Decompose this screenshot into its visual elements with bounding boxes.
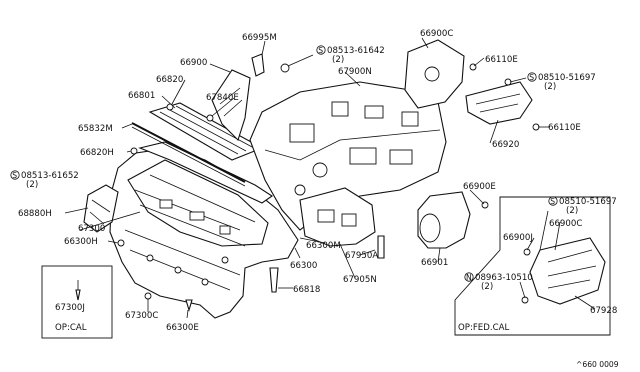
label-66820: 66820: [156, 75, 183, 85]
label-66920: 66920: [492, 140, 519, 150]
label-67928: 67928: [590, 306, 617, 316]
weatherstrip-65832m: [131, 122, 246, 183]
label-66818: 66818: [293, 285, 320, 295]
label-68880h: 68880H: [18, 209, 52, 219]
label-66900j: 66900J: [503, 233, 533, 243]
label-66300e: 66300E: [166, 323, 199, 333]
label-66110e-top: 66110E: [485, 55, 518, 65]
label-66300: 66300: [290, 261, 317, 271]
bracket-66920: [465, 81, 533, 125]
label-66110e-right: 66110E: [548, 123, 581, 133]
label-66820h: 66820H: [80, 148, 114, 158]
label-08510-51697-box: 08510-51697: [559, 197, 617, 207]
label-08513-61642-qty: (2): [332, 55, 344, 65]
nut-symbol: N: [466, 273, 472, 282]
lower-insulator-67905n: [299, 187, 376, 247]
label-67905n: 67905N: [343, 275, 377, 285]
screw-symbol: S: [318, 46, 323, 55]
label-67900n: 67900N: [338, 67, 372, 77]
dash-panel-assembly: [109, 141, 299, 319]
label-66300h: 66300H: [64, 237, 98, 247]
label-08513-61652-qty: (2): [26, 180, 38, 190]
duct-66901: [417, 191, 471, 249]
screw-symbol: S: [550, 197, 555, 206]
duct-66900c-top: [404, 39, 465, 109]
bracket-66900: [211, 69, 251, 142]
label-opical-left: OP:CAL: [55, 323, 87, 333]
label-66901: 66901: [421, 258, 448, 268]
label-66801: 66801: [128, 91, 155, 101]
label-66995m: 66995M: [242, 33, 277, 43]
dash-insulator-67900n: [249, 81, 447, 231]
screw-symbol: S: [529, 73, 534, 82]
clip-67950a: [377, 235, 385, 259]
label-66900: 66900: [180, 58, 207, 68]
clip-66995m: [251, 53, 265, 77]
label-08510-51697-top-qty: (2): [544, 82, 556, 92]
label-08513-61642: 08513-61642: [327, 46, 385, 56]
label-67300j: 67300J: [55, 303, 85, 313]
opical-box-left: [41, 265, 113, 339]
label-67300c: 67300C: [125, 311, 158, 321]
screw-symbol: S: [12, 171, 17, 180]
label-66300m: 66300M: [306, 241, 341, 251]
label-08513-61652: 08513-61652: [21, 171, 79, 181]
opfedcal-box: [454, 196, 611, 336]
label-66900c-top: 66900C: [420, 29, 453, 39]
label-65832m: 65832M: [78, 124, 113, 134]
label-66900c-box: 66900C: [549, 219, 582, 229]
leader-lines: [64, 37, 596, 319]
label-08510-51697-top: 08510-51697: [538, 73, 596, 83]
label-67840e: 67840E: [206, 93, 239, 103]
label-67950a: 67950A: [345, 251, 378, 261]
label-opfedcal: OP:FED.CAL: [458, 323, 509, 333]
label-67300: 67300: [78, 224, 105, 234]
label-08963-10510: 08963-10510: [475, 273, 533, 283]
insulator-68880h: [83, 184, 119, 233]
label-08510-51697-box-qty: (2): [566, 206, 578, 216]
label-66900e: 66900E: [463, 182, 496, 192]
label-08963-10510-qty: (2): [481, 282, 493, 292]
part-labels: 66995M S 08513-61642 (2) 66900 66820 678…: [10, 29, 619, 369]
diagram-code: ^660 0009: [576, 360, 619, 369]
